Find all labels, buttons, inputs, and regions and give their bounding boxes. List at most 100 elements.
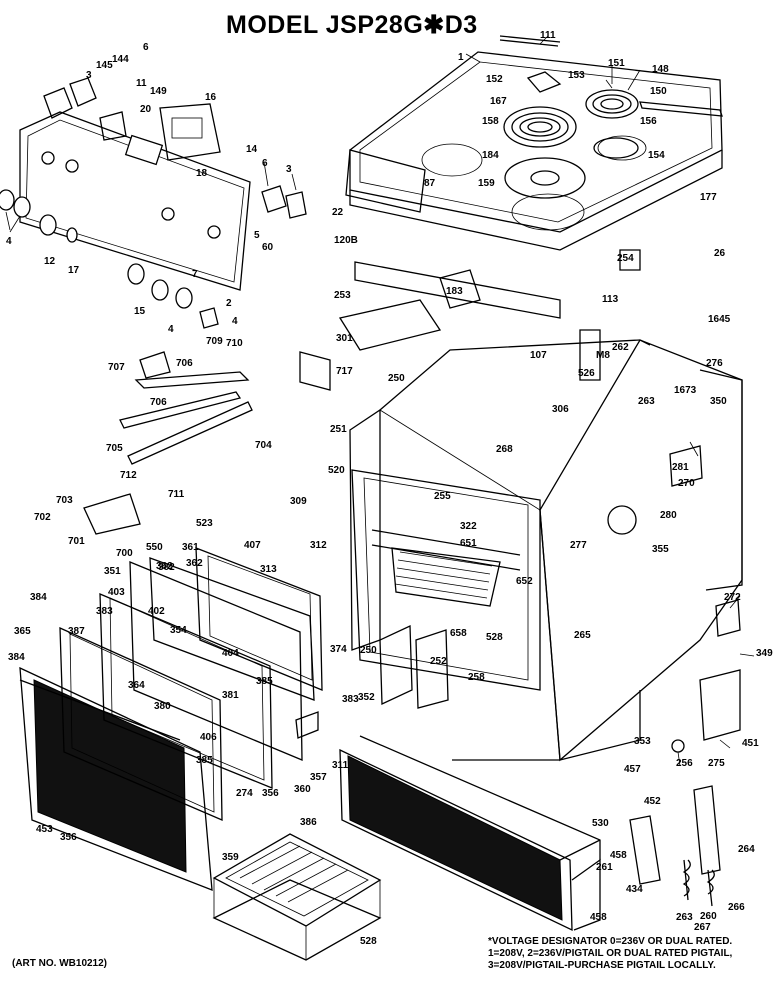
part-number-label: 2 (226, 298, 232, 309)
part-number-label: 4 (168, 324, 174, 335)
broiler-pan (212, 833, 382, 961)
leader-lines (5, 35, 755, 767)
part-number-label: 356 (60, 832, 77, 843)
part-number-label: 60 (262, 242, 274, 253)
part-number-label: 262 (612, 342, 629, 353)
part-number-label: 265 (574, 630, 591, 641)
part-number-label: 276 (706, 358, 723, 369)
part-number-label: 261 (596, 862, 613, 873)
part-number-label: 313 (260, 564, 277, 575)
hinge-and-spring-parts (295, 445, 741, 907)
part-number-label: 264 (738, 844, 755, 855)
part-number-label: 350 (710, 396, 727, 407)
part-number-label: 387 (68, 626, 85, 637)
part-number-label: 704 (255, 440, 272, 451)
part-number-label: 526 (578, 368, 595, 379)
part-number-label: 355 (652, 544, 669, 555)
part-number-label: 523 (196, 518, 213, 529)
part-number-label: 177 (700, 192, 717, 203)
part-number-label: 362 (186, 558, 203, 569)
part-number-label: 260 (700, 911, 717, 922)
frame-parts (299, 249, 641, 391)
part-number-label: 156 (640, 116, 657, 127)
part-number-label: 717 (336, 366, 353, 377)
part-number-label: 301 (336, 333, 353, 344)
part-number-label: 22 (332, 207, 344, 218)
part-number-label: 357 (310, 772, 327, 783)
part-number-label: 150 (650, 86, 667, 97)
part-number-label: 158 (482, 116, 499, 127)
part-number-label: 383 (96, 606, 113, 617)
part-number-label: 6 (143, 42, 149, 53)
part-number-label: 18 (196, 168, 208, 179)
control-knobs (0, 77, 307, 329)
storage-drawer (339, 735, 601, 932)
part-number-label: 251 (330, 424, 347, 435)
part-number-label: 452 (644, 796, 661, 807)
part-number-label: 352 (358, 692, 375, 703)
part-number-label: 407 (244, 540, 261, 551)
part-number-label: 306 (552, 404, 569, 415)
part-number-label: 351 (104, 566, 121, 577)
part-number-label: 453 (36, 824, 53, 835)
part-number-label: 111 (540, 30, 556, 41)
part-number-label: 384 (8, 652, 25, 663)
part-number-label: 381 (222, 690, 239, 701)
part-number-label: 382 (158, 562, 175, 573)
oven-door (19, 547, 323, 891)
part-number-label: 528 (360, 936, 377, 947)
voltage-designator-note: *VOLTAGE DESIGNATOR 0=236V OR DUAL RATED… (488, 936, 732, 972)
part-number-label: 404 (222, 648, 239, 659)
part-number-label: 322 (460, 521, 477, 532)
part-number-label: 275 (708, 758, 725, 769)
part-number-label: 386 (300, 817, 317, 828)
part-number-label: 87 (424, 178, 436, 189)
part-number-label: 402 (148, 606, 165, 617)
part-number-label: 707 (108, 362, 125, 373)
part-number-label: 151 (608, 58, 625, 69)
range-body (349, 339, 743, 762)
part-number-label: 272 (724, 592, 741, 603)
part-number-label: 252 (430, 656, 447, 667)
part-number-label: 1673 (674, 385, 697, 396)
part-number-label: 385 (256, 676, 273, 687)
part-number-label: 145 (96, 60, 113, 71)
part-number-label: 700 (116, 548, 133, 559)
part-number-label: 12 (44, 256, 56, 267)
part-number-label: 14 (246, 144, 258, 155)
part-number-label: 3 (86, 70, 92, 81)
part-number-label: 309 (290, 496, 307, 507)
part-number-label: 267 (694, 922, 711, 933)
part-number-label: 550 (146, 542, 163, 553)
part-number-label: 1 (458, 52, 464, 63)
part-number-label: 107 (530, 350, 547, 361)
part-number-label: 250 (360, 645, 377, 656)
part-number-label: 702 (34, 512, 51, 523)
part-number-label: M8 (596, 350, 610, 361)
part-number-label: 183 (446, 286, 463, 297)
part-number-label: 17 (68, 265, 80, 276)
note-line: 3=208V/PIGTAIL-PURCHASE PIGTAIL LOCALLY. (488, 960, 716, 971)
oven-liner (351, 469, 541, 691)
part-number-label: 258 (468, 672, 485, 683)
part-number-label: 120B (334, 235, 358, 246)
part-number-label: 5 (254, 230, 260, 241)
part-number-label: 274 (236, 788, 253, 799)
part-number-label: 149 (150, 86, 167, 97)
part-number-label: 711 (168, 489, 185, 500)
part-number-label: 360 (294, 784, 311, 795)
part-number-label: 705 (106, 443, 123, 454)
part-number-label: 434 (626, 884, 643, 895)
part-number-label: 26 (714, 248, 726, 259)
art-number: (ART NO. WB10212) (12, 958, 108, 969)
diagram-title: MODEL JSP28G✱D3 (226, 11, 478, 39)
part-number-label: 383 (342, 694, 359, 705)
part-number-label: 403 (108, 587, 125, 598)
part-number-label: 263 (676, 912, 693, 923)
part-number-label: 268 (496, 444, 513, 455)
part-number-label: 167 (490, 96, 507, 107)
part-number-label: 3 (286, 164, 292, 175)
part-number-label: 530 (592, 818, 609, 829)
part-number-label: 280 (660, 510, 677, 521)
